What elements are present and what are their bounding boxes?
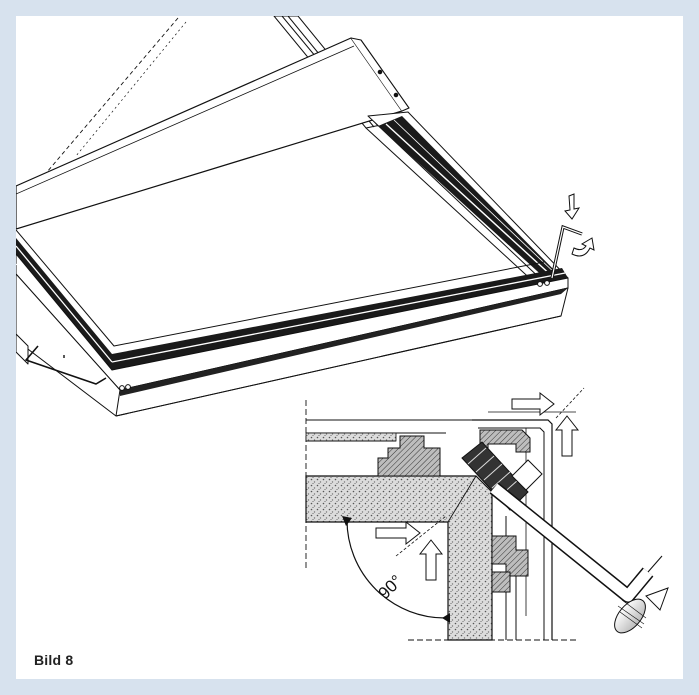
angle-label: 90° <box>375 571 407 603</box>
push-arrow-icon <box>375 520 421 546</box>
rotate-dial-icon <box>614 587 669 634</box>
corner-section-detail <box>305 400 578 641</box>
allen-key-icon <box>489 482 663 603</box>
allen-key-icon <box>550 224 583 279</box>
push-arrow-icon <box>564 193 581 220</box>
push-arrow-icon <box>418 539 444 581</box>
figure-panel: 90° Bild 8 <box>16 16 683 679</box>
push-arrow-icon <box>511 391 555 417</box>
push-arrow-icon <box>554 415 580 457</box>
window-frame-drawing <box>16 16 569 417</box>
figure-caption: Bild 8 <box>34 652 74 668</box>
angle-dimension <box>342 516 450 623</box>
rotate-arrow-icon <box>571 237 595 257</box>
assembly-drawing: 90° <box>16 16 669 641</box>
